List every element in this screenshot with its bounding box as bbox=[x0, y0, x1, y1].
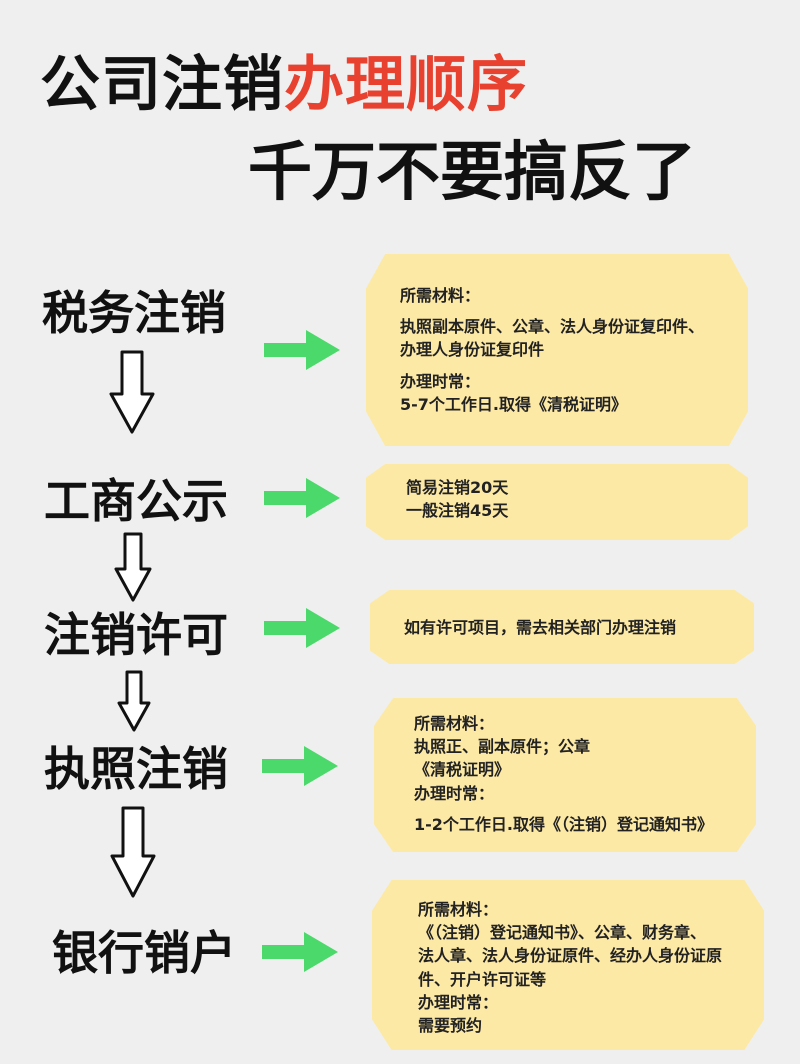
info-line: 件、开户许可证等 bbox=[418, 969, 547, 989]
info-line: 5-7个工作日.取得《清税证明》 bbox=[400, 394, 627, 414]
materials-heading: 所需材料： bbox=[400, 286, 481, 305]
info-line: 需要预约 bbox=[418, 1015, 483, 1035]
materials-heading: 所需材料： bbox=[418, 900, 499, 919]
info-box-license: 所需材料： 执照正、副本原件；公章 《清税证明》 办理时常： 1-2个工作日.取… bbox=[374, 698, 756, 852]
info-line: 如有许可项目，需去相关部门办理注销 bbox=[404, 618, 677, 637]
info-line: 简易注销20天 bbox=[406, 478, 509, 497]
step-label-bank: 银行销户 bbox=[52, 926, 236, 980]
down-arrow-icon bbox=[109, 350, 155, 434]
info-line: 1-2个工作日.取得《（注销）登记通知书》 bbox=[414, 814, 713, 834]
duration-heading: 办理时常： bbox=[400, 371, 481, 391]
step-label-tax: 税务注销 bbox=[42, 286, 226, 340]
title-part1: 公司注销 bbox=[40, 50, 284, 120]
info-line: 《清税证明》 bbox=[414, 760, 511, 780]
down-arrow-icon bbox=[114, 532, 152, 602]
step-label-license: 执照注销 bbox=[44, 742, 228, 796]
info-box-publicity: 简易注销20天 一般注销45天 bbox=[366, 464, 748, 540]
right-arrow-icon bbox=[262, 746, 338, 786]
info-line: 一般注销45天 bbox=[406, 501, 509, 521]
step-label-permit: 注销许可 bbox=[44, 608, 228, 662]
info-line: 执照正、副本原件；公章 bbox=[414, 737, 591, 757]
materials-heading: 所需材料： bbox=[414, 714, 495, 733]
info-line: 办理人身份证复印件 bbox=[400, 340, 545, 360]
duration-heading: 办理时常： bbox=[418, 992, 499, 1012]
duration-heading: 办理时常： bbox=[414, 783, 495, 803]
down-arrow-icon bbox=[117, 670, 151, 732]
info-line: 法人章、法人身份证原件、经办人身份证原 bbox=[418, 946, 723, 966]
right-arrow-icon bbox=[262, 932, 338, 972]
info-box-tax: 所需材料： 执照副本原件、公章、法人身份证复印件、 办理人身份证复印件 办理时常… bbox=[366, 254, 748, 446]
right-arrow-icon bbox=[264, 330, 340, 370]
step-label-publicity: 工商公示 bbox=[44, 474, 228, 528]
info-box-permit: 如有许可项目，需去相关部门办理注销 bbox=[370, 590, 754, 664]
info-line: 执照副本原件、公章、法人身份证复印件、 bbox=[400, 317, 705, 337]
title-part2-highlight: 办理顺序 bbox=[284, 50, 528, 120]
info-box-bank: 所需材料： 《（注销）登记通知书》、公章、财务章、 法人章、法人身份证原件、经办… bbox=[372, 880, 764, 1050]
down-arrow-icon bbox=[110, 806, 156, 898]
info-line: 《（注销）登记通知书》、公章、财务章、 bbox=[418, 923, 707, 943]
page-subtitle: 千万不要搞反了 bbox=[248, 136, 696, 210]
right-arrow-icon bbox=[264, 608, 340, 648]
right-arrow-icon bbox=[264, 478, 340, 518]
page-title: 公司注销办理顺序 bbox=[40, 52, 528, 118]
